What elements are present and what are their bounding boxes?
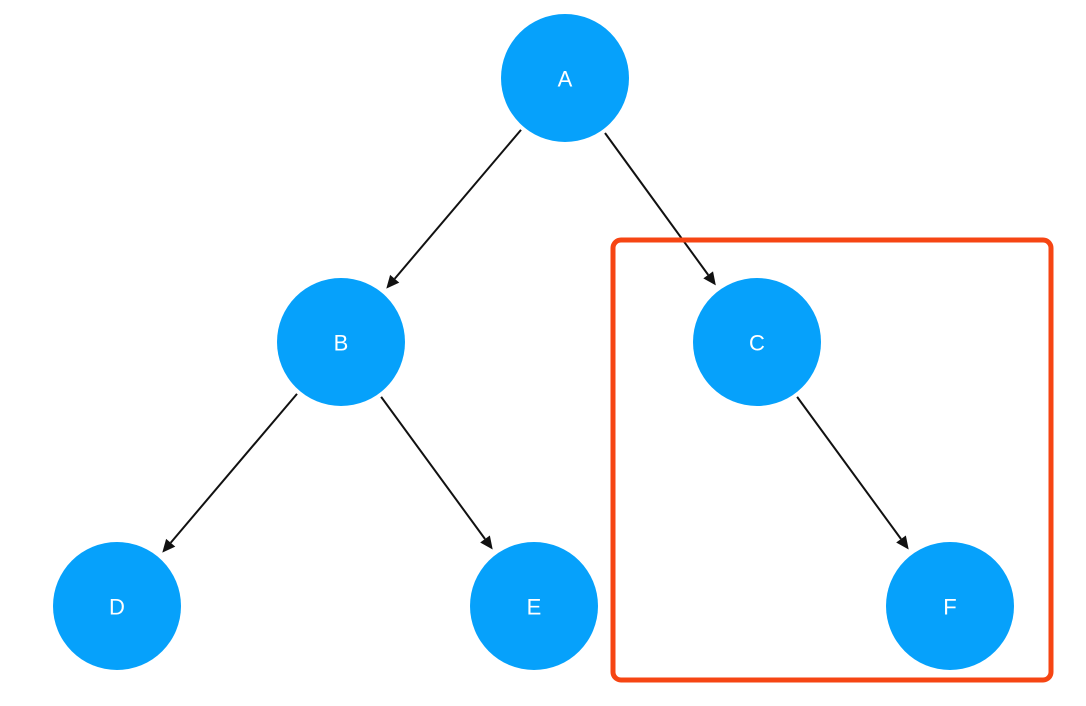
node-label: F (943, 595, 956, 620)
node-label: D (109, 595, 125, 620)
node-e: E (470, 542, 598, 670)
nodes-layer: A B C D E F (53, 14, 1014, 670)
node-circle (886, 542, 1014, 670)
node-d: D (53, 542, 181, 670)
edge-B-E (380, 396, 493, 550)
node-circle (277, 278, 405, 406)
edges-layer (162, 129, 909, 553)
arrowhead-icon (386, 274, 400, 289)
arrowhead-icon (162, 538, 176, 553)
node-circle (53, 542, 181, 670)
node-circle (693, 278, 821, 406)
node-circle (501, 14, 629, 142)
node-circle (470, 542, 598, 670)
edge-B-D (162, 393, 298, 553)
arrowhead-icon (480, 535, 493, 550)
node-c: C (693, 278, 821, 406)
arrowhead-icon (703, 271, 716, 286)
node-label: C (749, 331, 765, 356)
node-label: E (527, 595, 542, 620)
node-label: A (558, 67, 573, 92)
node-a: A (501, 14, 629, 142)
edge-line (393, 129, 522, 280)
edge-line (380, 396, 486, 540)
edge-A-B (386, 129, 522, 289)
edge-A-C (604, 132, 716, 286)
arrowhead-icon (896, 535, 909, 550)
subtree-highlight-box (610, 237, 1054, 683)
edge-line (604, 132, 709, 276)
edge-line (796, 396, 902, 540)
node-b: B (277, 278, 405, 406)
edge-C-F (796, 396, 909, 550)
node-f: F (886, 542, 1014, 670)
edge-line (169, 393, 298, 544)
node-label: B (334, 331, 349, 356)
